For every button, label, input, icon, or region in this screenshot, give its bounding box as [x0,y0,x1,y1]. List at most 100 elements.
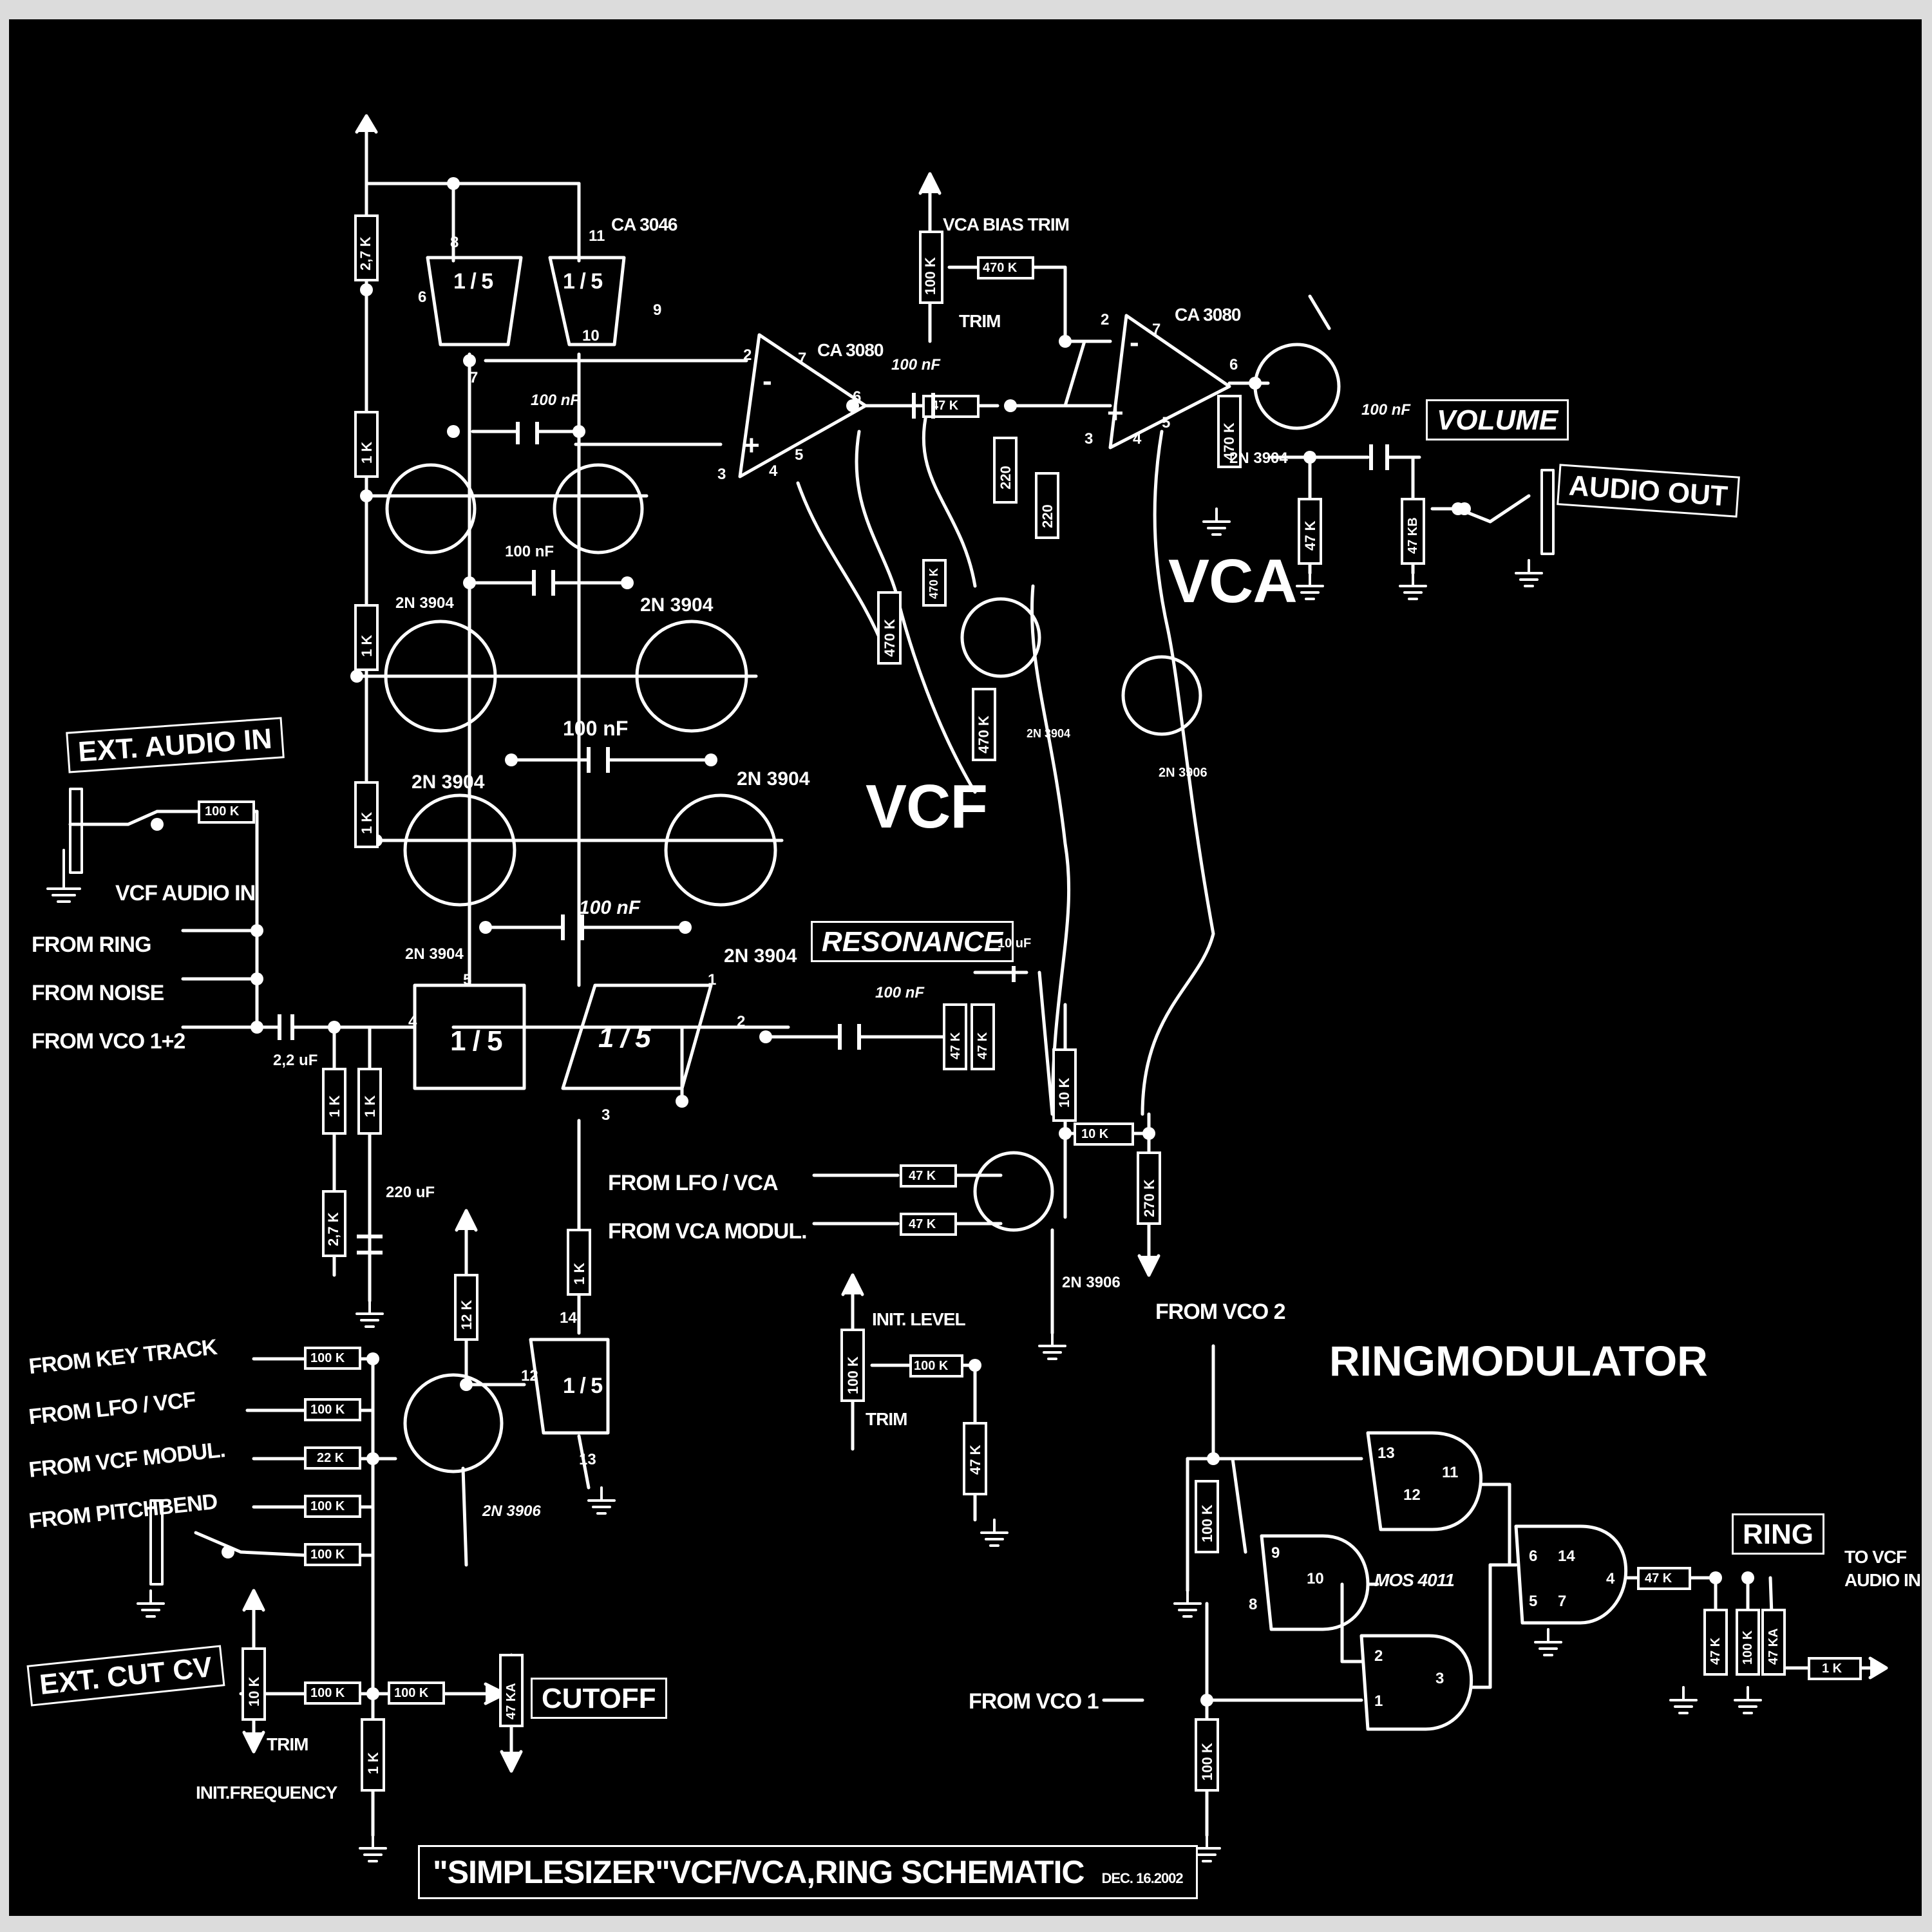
gate-pin-7: 7 [1558,1593,1567,1610]
res-47ka-cutoff: 47 KA [504,1683,518,1719]
res-key-track: 100 K [310,1351,345,1365]
q-vca-label: 2N 3904 [1229,450,1288,467]
pin-6-opamp2: 6 [1229,356,1238,374]
res-47k-res-a: 47 K [949,1032,963,1059]
from-lfo-vca-label: FROM LFO / VCA [608,1171,779,1195]
ca3080-opamps [738,314,1421,478]
res-220-b: 220 [1039,504,1056,528]
gate-pin-5: 5 [1529,1593,1538,1610]
res-1k-d: 1 K [327,1095,343,1117]
q5-label: 2N 3904 [405,945,464,963]
array-unit-3: 1 / 5 [450,1025,503,1057]
gate-pin-3: 3 [1435,1670,1444,1687]
pin-6-opamp1: 6 [853,388,862,406]
gate-pin-13: 13 [1378,1444,1395,1462]
res-470k-vca: 470 K [1221,422,1237,460]
cap-label-6: 100 nF [1361,401,1411,419]
cutoff-summing-wiring [194,1119,591,1837]
cap-label-4: 100 nF [579,897,641,918]
ca3046-label: CA 3046 [611,214,677,234]
cap-label-1: 100 nF [531,392,580,409]
pin-11: 11 [589,227,605,245]
cap-label-3: 100 nF [563,717,629,740]
res-1k-cut: 1 K [571,1262,587,1285]
pin-12-array: 12 [521,1367,538,1385]
cap-10uf-label: 10 uF [998,936,1032,951]
q-bias-label: 2N 3904 [1027,727,1071,740]
res-init-level-trim: 100 K [845,1356,861,1394]
res-cutoff: 100 K [394,1686,429,1700]
schematic-title-banner: "SIMPLESIZER"VCF/VCA,RING SCHEMATIC DEC.… [418,1845,1198,1899]
vcf-ladder-wiring [355,114,790,1103]
res-vca-bias: 470 K [983,261,1018,275]
cutoff-panel[interactable]: CUTOFF [531,1678,667,1719]
res-ext-cut: 100 K [310,1686,345,1700]
ringmodulator-section-title: RINGMODULATOR [1329,1337,1708,1385]
res-270k: 270 K [1141,1179,1157,1217]
resistor-bodies [198,214,1862,1792]
res-47kb-volume: 47 KB [1406,517,1420,554]
pin-3-opamp1: 3 [717,466,726,483]
trim-label-level: TRIM [866,1409,907,1429]
res-47k-level: 47 K [967,1444,983,1475]
res-100k-ring-b: 100 K [1199,1743,1215,1781]
to-vcf-audio-in-label: TO VCF AUDIO IN [1844,1547,1921,1591]
transistor-symbols [384,343,1341,1473]
q6-label: 2N 3904 [724,945,797,967]
res-1k-cut-bottom: 1 K [365,1752,381,1774]
vca-section-title: VCA [1168,547,1298,616]
ring-panel[interactable]: RING [1732,1513,1824,1555]
cap-22uf-label: 2,2 uF [273,1052,318,1069]
q-vca-3906-label: 2N 3906 [1159,766,1208,780]
schematic-sheet: VCF VCA RINGMODULATOR EXT. AUDIO IN RESO… [9,19,1922,1916]
pin-4-opamp2: 4 [1133,430,1142,448]
opamp1-minus: - [762,365,772,397]
res-100k-ring-c: 100 K [1741,1630,1755,1665]
vca-bias-trim-label: VCA BIAS TRIM [943,214,1070,234]
pin-5-array: 5 [463,971,472,989]
init-level-label: INIT. LEVEL [872,1309,966,1329]
cap-label-7: 100 nF [875,984,925,1001]
cv-curves [796,410,1215,1116]
res-470k-c: 470 K [976,715,992,753]
pin-2-opamp2: 2 [1101,311,1110,328]
pin-10: 10 [582,327,600,345]
q-res-3906-label: 2N 3906 [1062,1274,1121,1291]
pin-7-array: 7 [469,369,478,386]
cap-label-5: 100 nF [891,356,941,374]
pin-3-array: 3 [601,1106,611,1124]
gate-pin-14: 14 [1558,1548,1575,1565]
jack-sockets [69,469,1555,1586]
res-ring-47k: 47 K [1645,1571,1672,1586]
gate-pin-8: 8 [1249,1596,1258,1613]
res-lfo-vcf: 100 K [310,1403,345,1417]
res-1k-c: 1 K [359,811,375,834]
res-47k-lfo: 47 K [909,1169,936,1183]
pin-7-opamp1: 7 [798,350,807,367]
from-ring-label: FROM RING [32,933,152,957]
res-ring-out: 1 K [1822,1662,1842,1676]
res-12k: 12 K [459,1300,475,1330]
pin-4-array: 4 [408,1013,417,1030]
res-470k-a: 470 K [882,619,898,657]
res-27k-bottom: 2,7 K [325,1212,341,1246]
schematic-date: DEC. 16.2002 [1101,1870,1183,1886]
res-pitchbend-2: 100 K [310,1548,345,1562]
resonance-panel[interactable]: RESONANCE [811,921,1014,962]
pin-2-opamp1: 2 [743,346,752,364]
volume-panel[interactable]: VOLUME [1426,399,1569,440]
pin-2-array: 2 [737,1013,746,1030]
cap-label-2: 100 nF [505,543,554,560]
ring-modulator-wiring [1102,1344,1888,1837]
res-47k-res-b: 47 K [976,1032,990,1059]
gate-pin-2: 2 [1374,1647,1383,1665]
res-47k-vca-out: 47 K [1302,520,1318,551]
init-frequency-label: INIT.FREQUENCY [196,1783,337,1803]
q1-label: 2N 3904 [395,594,454,612]
array-unit-1: 1 / 5 [453,269,493,294]
capacitor-plates [278,393,1389,1255]
res-47k-vca: 47 K [931,399,959,413]
res-27k-top: 2,7 K [357,236,374,270]
gate-pin-9: 9 [1271,1544,1280,1562]
schematic-wiring [46,114,1888,1862]
